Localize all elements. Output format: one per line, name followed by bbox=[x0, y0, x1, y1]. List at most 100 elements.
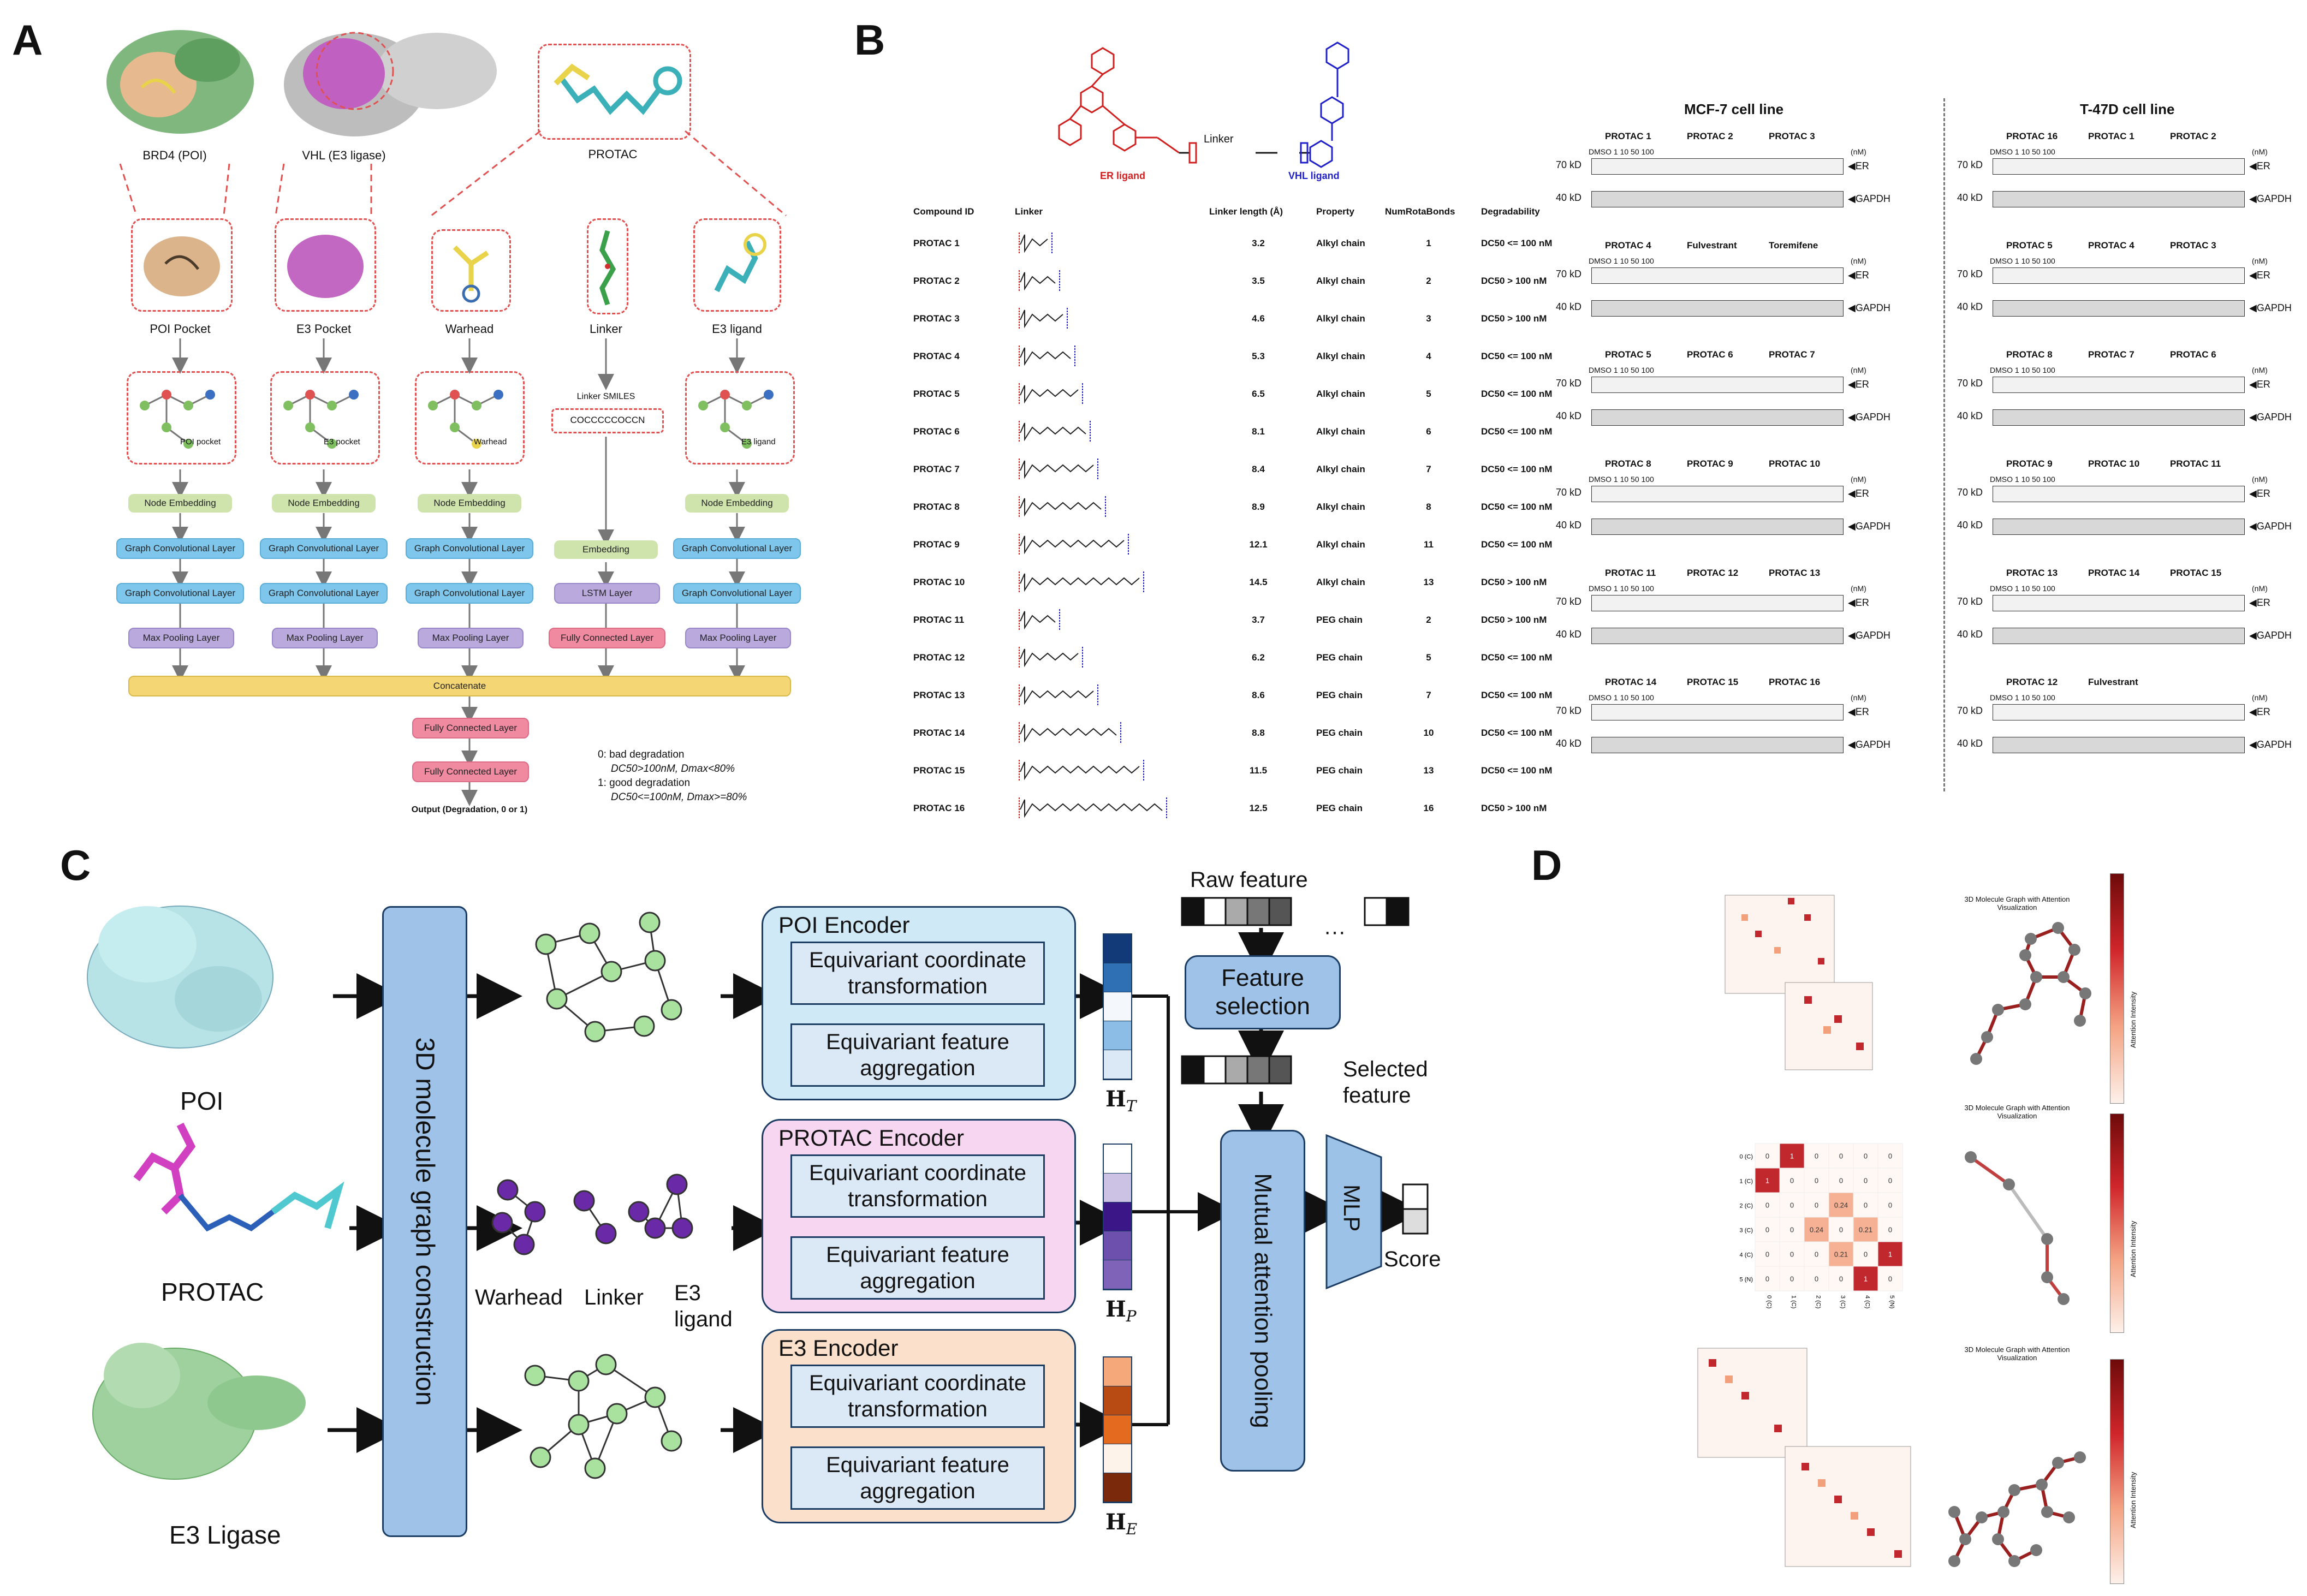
blot-nm-unit: (nM) bbox=[1851, 693, 1866, 702]
brd4-surface-image bbox=[106, 30, 254, 134]
cell-linker-structure bbox=[1010, 639, 1205, 676]
kd40-marker: 40 kD bbox=[1957, 629, 1983, 640]
er-band-strip bbox=[1993, 158, 2245, 175]
blot-nm-unit: (nM) bbox=[2252, 147, 2268, 156]
feature-selection-block: Feature selection bbox=[1185, 955, 1341, 1029]
protac-coord-transform: Equivariant coordinate transformation bbox=[790, 1154, 1045, 1218]
blot-nm-unit: (nM) bbox=[1851, 366, 1866, 374]
heatmap-cell bbox=[1779, 1241, 1805, 1267]
blot-group-label: PROTAC 3 bbox=[1769, 131, 1815, 141]
blot-group-label: PROTAC 2 bbox=[2170, 131, 2216, 141]
gapdh-band-label: ◀GAPDH bbox=[1848, 630, 1890, 641]
cell-linker-length: 4.6 bbox=[1252, 313, 1265, 324]
heatmap-cell-value: 0.21 bbox=[1834, 1250, 1848, 1259]
e3-graph-label: E3 pocket bbox=[324, 437, 360, 446]
raw-feature-ellipsis: ··· bbox=[1324, 920, 1346, 944]
linker-structure-icon bbox=[1019, 383, 1083, 404]
cell-numrotabonds: 8 bbox=[1426, 501, 1431, 512]
e3-coord-transform: Equivariant coordinate transformation bbox=[790, 1365, 1045, 1428]
col-property: Property bbox=[1316, 206, 1354, 217]
col-linker: Linker bbox=[1015, 206, 1043, 217]
h-p-vector bbox=[1103, 1144, 1132, 1290]
heatmap-cell bbox=[1779, 1192, 1805, 1218]
cell-property: PEG chain bbox=[1316, 689, 1363, 700]
panel-label-c: C bbox=[60, 841, 91, 889]
fc-layer-1: Fully Connected Layer bbox=[412, 718, 529, 739]
e3-ligand-graph-box: E3 ligand bbox=[685, 371, 795, 464]
vhl-label: VHL (E3 ligase) bbox=[302, 148, 386, 162]
cell-property: PEG chain bbox=[1316, 802, 1363, 813]
panel-label-a: A bbox=[12, 16, 43, 64]
gapdh-band-label: ◀GAPDH bbox=[1848, 521, 1890, 532]
e3l-gcn-1: Graph Convolutional Layer bbox=[673, 538, 801, 559]
cell-property: PEG chain bbox=[1316, 765, 1363, 776]
blot-group-label: PROTAC 11 bbox=[1605, 568, 1656, 578]
graph-construction-label: 3D molecule graph construction bbox=[410, 1037, 439, 1406]
panel-a-arrows bbox=[172, 338, 745, 806]
linker-smiles-label: Linker SMILES bbox=[576, 392, 635, 401]
cell-numrotabonds: 2 bbox=[1426, 275, 1431, 286]
warhead-label: Warhead bbox=[445, 322, 494, 336]
cell-compound-id: PROTAC 5 bbox=[913, 388, 960, 399]
e3-gcn-1: Graph Convolutional Layer bbox=[260, 538, 388, 559]
blot-group-label: Fulvestrant bbox=[1687, 240, 1737, 251]
cell-linker-structure bbox=[1010, 262, 1205, 300]
heatmap-cell-value: 0 bbox=[1888, 1177, 1892, 1185]
mol-title-2: 3D Molecule Graph with Attention Visuali… bbox=[1964, 1104, 2070, 1120]
heatmap-cell-value: 0 bbox=[1790, 1201, 1794, 1210]
cell-linker-structure bbox=[1010, 676, 1205, 714]
blot-group-label: PROTAC 5 bbox=[1605, 349, 1651, 360]
score-label: Score bbox=[1384, 1247, 1441, 1271]
kd70-marker: 70 kD bbox=[1556, 378, 1582, 389]
poi-feature-agg: Equivariant feature aggregation bbox=[790, 1023, 1045, 1087]
cell-compound-id: PROTAC 11 bbox=[913, 614, 965, 625]
heatmap-cell bbox=[1779, 1217, 1805, 1242]
fc-layer-2: Fully Connected Layer bbox=[412, 761, 529, 782]
e3-ligand-graph-label: E3 ligand bbox=[741, 437, 776, 446]
linker-smiles-box: COCCCCCOCCN bbox=[551, 408, 664, 433]
warhead-crop bbox=[431, 229, 511, 312]
kd70-marker: 70 kD bbox=[1957, 705, 1983, 716]
panel-label-b: B bbox=[854, 16, 885, 64]
cell-linker-structure bbox=[1010, 337, 1205, 375]
degradation-legend: 0: bad degradation DC50>100nM, Dmax<80% … bbox=[598, 748, 747, 805]
gapdh-band-strip bbox=[1591, 628, 1844, 644]
heatmap-cell-value: 1 bbox=[1765, 1177, 1769, 1185]
heatmap-cell-value: 0 bbox=[1815, 1250, 1818, 1259]
heatmap-cell-value: 0 bbox=[1888, 1201, 1892, 1210]
blot-concentrations: DMSO 1 10 50 100 bbox=[1990, 475, 2055, 484]
heatmap-cell-value: 1 bbox=[1790, 1152, 1794, 1160]
cell-degradability: DC50 <= 100 nM bbox=[1481, 727, 1553, 738]
attention-heatmap-3 bbox=[1697, 1348, 1911, 1567]
cell-linker-length: 8.8 bbox=[1252, 727, 1265, 738]
gapdh-band-label: ◀GAPDH bbox=[2249, 630, 2292, 641]
cell-linker-structure bbox=[1010, 714, 1205, 752]
heatmap-cell-value: 0.21 bbox=[1859, 1226, 1872, 1234]
gapdh-band-label: ◀GAPDH bbox=[1848, 739, 1890, 750]
blot-group-label: PROTAC 13 bbox=[2006, 568, 2058, 578]
blot-group-label: PROTAC 13 bbox=[1769, 568, 1821, 578]
blot-concentrations: DMSO 1 10 50 100 bbox=[1589, 693, 1654, 702]
blot-group-label: PROTAC 1 bbox=[2088, 131, 2134, 141]
cell-numrotabonds: 11 bbox=[1424, 539, 1434, 550]
er-ligand-label: ER ligand bbox=[1100, 170, 1146, 181]
linker-structure-icon bbox=[1019, 571, 1144, 592]
gapdh-band-label: ◀GAPDH bbox=[2249, 739, 2292, 750]
cell-linker-structure bbox=[1010, 413, 1205, 450]
cell-compound-id: PROTAC 4 bbox=[913, 350, 960, 361]
heatmap-cell bbox=[1877, 1168, 1903, 1193]
kd40-marker: 40 kD bbox=[1556, 520, 1582, 531]
blot-group-label: PROTAC 10 bbox=[1769, 458, 1821, 469]
heatmap-cell-value: 0 bbox=[1888, 1275, 1892, 1283]
heatmap-cell bbox=[1755, 1192, 1780, 1218]
mcf7-title: MCF-7 cell line bbox=[1684, 101, 1784, 117]
blot-group-label: PROTAC 16 bbox=[2006, 131, 2058, 141]
heatmap-row-label: 2 (C) bbox=[1740, 1203, 1753, 1210]
blot-group-label: PROTAC 1 bbox=[1605, 131, 1651, 141]
er-band-label: ◀ER bbox=[2249, 488, 2270, 499]
heatmap-row-label: 1 (C) bbox=[1740, 1178, 1753, 1185]
gapdh-band-strip bbox=[1591, 409, 1844, 426]
